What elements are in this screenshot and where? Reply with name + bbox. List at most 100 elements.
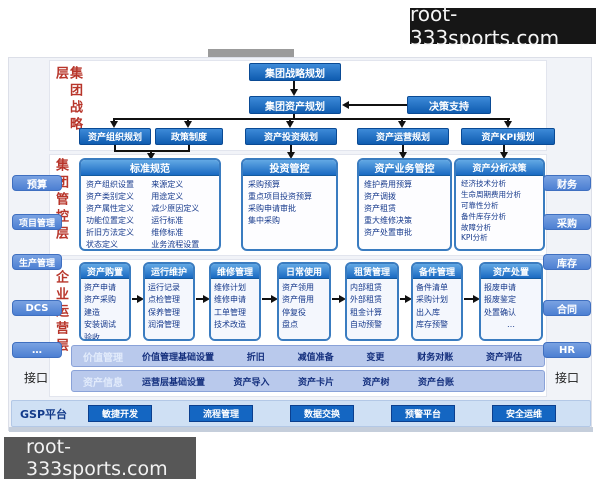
connector-line <box>262 298 272 300</box>
connector-line <box>402 145 404 153</box>
box-asset-acquisition: 资产购置 资产申请 资产采购 建造 安装调试 验收 <box>79 262 131 341</box>
list-item: 资产类别定义 <box>86 192 134 201</box>
connector-line <box>113 118 115 122</box>
list-item: 资产评估 <box>485 352 522 363</box>
list-item: 点检管理 <box>148 295 180 305</box>
list-item: 采购计划 <box>416 295 448 305</box>
connector-line <box>289 118 291 122</box>
list-item: 采购预算 <box>248 180 280 189</box>
box-daily-use: 日常使用 资产领用 资产借用 停复役 盘点 … <box>277 262 331 341</box>
arrow-right-icon <box>203 295 210 303</box>
box-title: 备件管理 <box>413 264 461 279</box>
box-title: 资产购置 <box>81 264 129 279</box>
list-item: 报废鉴定 <box>484 295 516 305</box>
arrow-down-icon <box>399 152 407 159</box>
box-group-strategy-planning: 集团战略规划 <box>249 63 341 81</box>
connector-line <box>332 298 340 300</box>
list-item: 生命周期费用分析 <box>461 189 521 199</box>
list-item: 盘点 <box>282 320 298 330</box>
list-item: 资产导入 <box>233 377 270 388</box>
box-title: 日常使用 <box>279 264 329 279</box>
list-item: 经济技术分析 <box>461 179 506 188</box>
box-asset-investment-planning: 资产投资规划 <box>245 128 337 145</box>
box-investment-control: 投资管控 采购预算 重点项目投资预算 采购申请审批 集中采购 <box>241 158 338 251</box>
box-investment-control-title: 投资管控 <box>243 160 336 176</box>
box-asset-business-control-title: 资产业务管控 <box>359 160 450 176</box>
list-item: 资产树 <box>362 377 390 388</box>
value-management-label: 价值管理 <box>83 352 123 364</box>
top-gray-tab <box>208 49 294 59</box>
value-management-row: 价值管理 价值管理基础设置 折旧 减值准备 变更 财务对账 资产评估 <box>71 345 545 367</box>
list-item: 减值准备 <box>297 352 334 363</box>
arrow-left-icon <box>342 101 349 109</box>
layer-label-operations: 企业运营层 <box>53 270 68 390</box>
list-item: 安装调试 <box>84 320 116 330</box>
panel-bottom-strip <box>9 427 593 432</box>
list-item: 运行记录 <box>148 283 180 292</box>
arrow-down-icon <box>287 152 295 159</box>
list-item: 可靠性分析 <box>461 200 499 210</box>
list-item: 重大维修决策 <box>364 216 412 225</box>
list-item: 功能位置定义 <box>86 216 134 225</box>
connector-line <box>132 298 138 300</box>
watermark-bottom: root-333sports.com <box>4 436 196 480</box>
list-item: … <box>231 332 239 341</box>
connector-line <box>187 118 189 122</box>
list-item: 资产处置审批 <box>364 228 412 237</box>
arrow-down-icon <box>290 89 298 96</box>
list-item: 内部租赁 <box>350 283 382 292</box>
arrow-right-icon <box>405 295 412 303</box>
list-item: … <box>433 332 441 341</box>
connector-line <box>401 118 403 122</box>
box-asset-business-control: 资产业务管控 维护费用预算 资产调拨 资产租赁 重大维修决策 资产处置审批 <box>357 158 452 251</box>
box-standards-title: 标准规范 <box>81 160 219 176</box>
layer-label-strategy: 集团战略层 <box>53 66 82 134</box>
list-item: 资产采购 <box>84 295 116 305</box>
arrow-right-icon <box>271 295 278 303</box>
arrow-down-icon <box>110 121 118 128</box>
list-item: … <box>507 320 515 330</box>
list-item: 资产租赁 <box>364 204 396 213</box>
asset-info-label: 资产信息 <box>83 377 123 389</box>
list-item: 集中采购 <box>248 216 280 225</box>
sidebar-right-inventory: 库存 <box>543 254 591 270</box>
list-item: 资产台账 <box>417 377 454 388</box>
list-item: 运营层基础设置 <box>142 377 206 388</box>
list-item: 外部租赁 <box>350 295 382 305</box>
list-item: 减少原因定义 <box>151 204 200 213</box>
list-item: 备件库存分析 <box>461 211 506 221</box>
list-item: 故障分析 <box>461 222 491 232</box>
sidebar-right-finance: 财务 <box>543 175 591 191</box>
connector-line <box>293 81 295 90</box>
list-item: 租金计算 <box>350 307 382 317</box>
list-item: 工单管理 <box>214 307 246 317</box>
sidebar-left-more: … <box>12 342 62 358</box>
list-item: 折旧方法定义 <box>86 228 134 237</box>
list-item: 变更 <box>366 352 385 363</box>
arrow-down-icon <box>147 153 155 160</box>
list-item: 状态定义 <box>86 240 118 249</box>
watermark-top: root-333sports.com <box>410 2 596 50</box>
list-item: 报废申请 <box>484 283 516 292</box>
list-item: 润滑管理 <box>148 320 180 330</box>
box-title: 租赁管理 <box>347 264 397 279</box>
connector-line <box>290 145 292 153</box>
box-asset-disposal: 资产处置 报废申请 报废鉴定 处置确认 … <box>479 262 543 341</box>
interface-label-right: 接口 <box>555 371 580 385</box>
list-item: … <box>368 332 376 341</box>
connector-line <box>507 118 509 122</box>
list-item: 资产领用 <box>282 283 314 292</box>
connector-line <box>114 145 116 151</box>
list-item: 保养管理 <box>148 307 180 317</box>
box-repair-management: 维修管理 维修计划 维修申请 工单管理 技术改造 … <box>209 262 261 341</box>
arrow-right-icon <box>339 295 346 303</box>
box-title: 运行维护 <box>145 264 193 279</box>
box-asset-kpi-planning: 资产KPI规划 <box>461 128 555 145</box>
platform-button-alert-platform: 预警平台 <box>391 405 455 422</box>
arrow-down-icon <box>500 152 508 159</box>
list-item: 建造 <box>84 307 100 317</box>
list-item: 出入库 <box>416 307 440 317</box>
connector-line <box>188 145 190 151</box>
box-decision-support: 决策支持 <box>407 96 491 114</box>
